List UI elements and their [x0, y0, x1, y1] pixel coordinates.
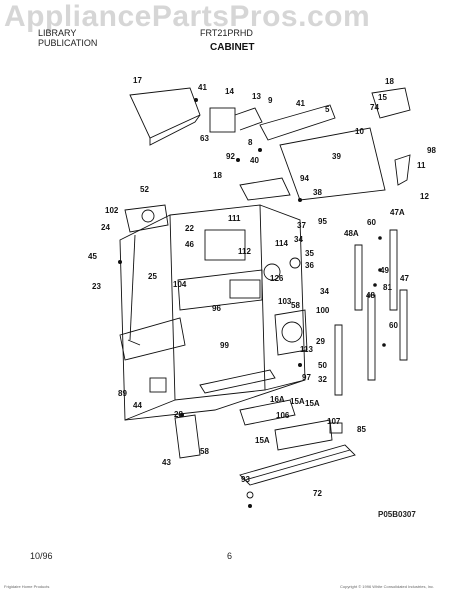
part-label: 13: [252, 92, 261, 101]
part-label: 46: [185, 240, 194, 249]
part-label: 81: [383, 283, 392, 292]
part-label: 35: [305, 249, 314, 258]
footer-page: 6: [227, 551, 233, 561]
part-label: 8: [248, 138, 253, 147]
part-label: 24: [101, 223, 110, 232]
part-label: 85: [357, 425, 366, 434]
part-label: 107: [327, 417, 341, 426]
part-label: 48A: [344, 229, 359, 238]
footer-left-note: Frigidaire Home Products: [4, 584, 50, 589]
part-label: 15A: [305, 399, 320, 408]
part-label: 32: [318, 375, 327, 384]
part-label: 113: [300, 345, 313, 354]
watermark: AppliancePartsPros.com: [4, 0, 371, 33]
part-label: 41: [296, 99, 305, 108]
part-label: 97: [302, 373, 311, 382]
part-label: 41: [198, 83, 207, 92]
part-label: 15A: [255, 436, 270, 445]
part-label: 40: [250, 156, 259, 165]
footer-date: 10/96: [30, 551, 53, 561]
part-label: 98: [427, 146, 436, 155]
part-label: 22: [185, 224, 194, 233]
part-label: 15: [378, 93, 387, 102]
part-label: 93: [241, 475, 250, 484]
header-model: FRT21PRHD: [200, 28, 253, 38]
part-label: 114: [275, 239, 288, 248]
part-label: 28: [174, 410, 183, 419]
part-label: 102: [105, 206, 119, 215]
part-label: 50: [318, 361, 327, 370]
part-label: 16A: [270, 395, 285, 404]
part-label: 18: [213, 171, 222, 180]
part-label: 126: [270, 274, 284, 283]
header-library: LIBRARY: [38, 28, 77, 38]
part-label: 15A: [290, 397, 305, 406]
part-label: 9: [268, 96, 273, 105]
part-label: 49: [380, 266, 389, 275]
part-label: 99: [220, 341, 229, 350]
header-publication: PUBLICATION: [38, 38, 98, 48]
part-label: 100: [316, 306, 330, 315]
part-label: 25: [148, 272, 157, 281]
part-label: 58: [291, 301, 300, 310]
diagram-code: P05B0307: [378, 510, 416, 519]
part-label: 60: [389, 321, 398, 330]
part-label: 29: [316, 337, 325, 346]
part-label: 45: [88, 252, 97, 261]
part-label: 18: [385, 77, 394, 86]
part-label: 10: [355, 127, 364, 136]
part-label: 103: [278, 297, 292, 306]
part-label: 43: [162, 458, 171, 467]
part-label: 106: [276, 411, 290, 420]
part-label: 23: [92, 282, 101, 291]
part-label: 52: [140, 185, 149, 194]
part-label: 111: [228, 214, 241, 223]
part-label: 11: [417, 161, 426, 170]
part-label: 74: [370, 103, 379, 112]
part-label: 34: [320, 287, 329, 296]
part-label: 95: [318, 217, 327, 226]
part-label: 44: [133, 401, 142, 410]
part-label: 47: [400, 274, 409, 283]
part-label: 94: [300, 174, 309, 183]
part-label: 34: [294, 235, 303, 244]
part-label: 5: [325, 105, 330, 114]
part-label: 36: [305, 261, 314, 270]
part-label: 58: [200, 447, 209, 456]
part-label: 112: [238, 247, 251, 256]
part-label: 14: [225, 87, 234, 96]
part-label: 38: [313, 188, 322, 197]
part-label: 48: [366, 291, 375, 300]
part-label: 89: [118, 389, 127, 398]
part-label: 12: [420, 192, 429, 201]
footer-copyright: Copyright © 1996 White Consolidated Indu…: [340, 584, 435, 589]
part-label: 39: [332, 152, 341, 161]
part-label: 47A: [390, 208, 405, 217]
part-label: 60: [367, 218, 376, 227]
part-label: 63: [200, 134, 209, 143]
part-label: 96: [212, 304, 221, 313]
part-label: 92: [226, 152, 235, 161]
part-label: 37: [297, 221, 306, 230]
part-label: 72: [313, 489, 322, 498]
part-label: 104: [173, 280, 187, 289]
part-label: 17: [133, 76, 142, 85]
section-title: CABINET: [210, 42, 255, 53]
